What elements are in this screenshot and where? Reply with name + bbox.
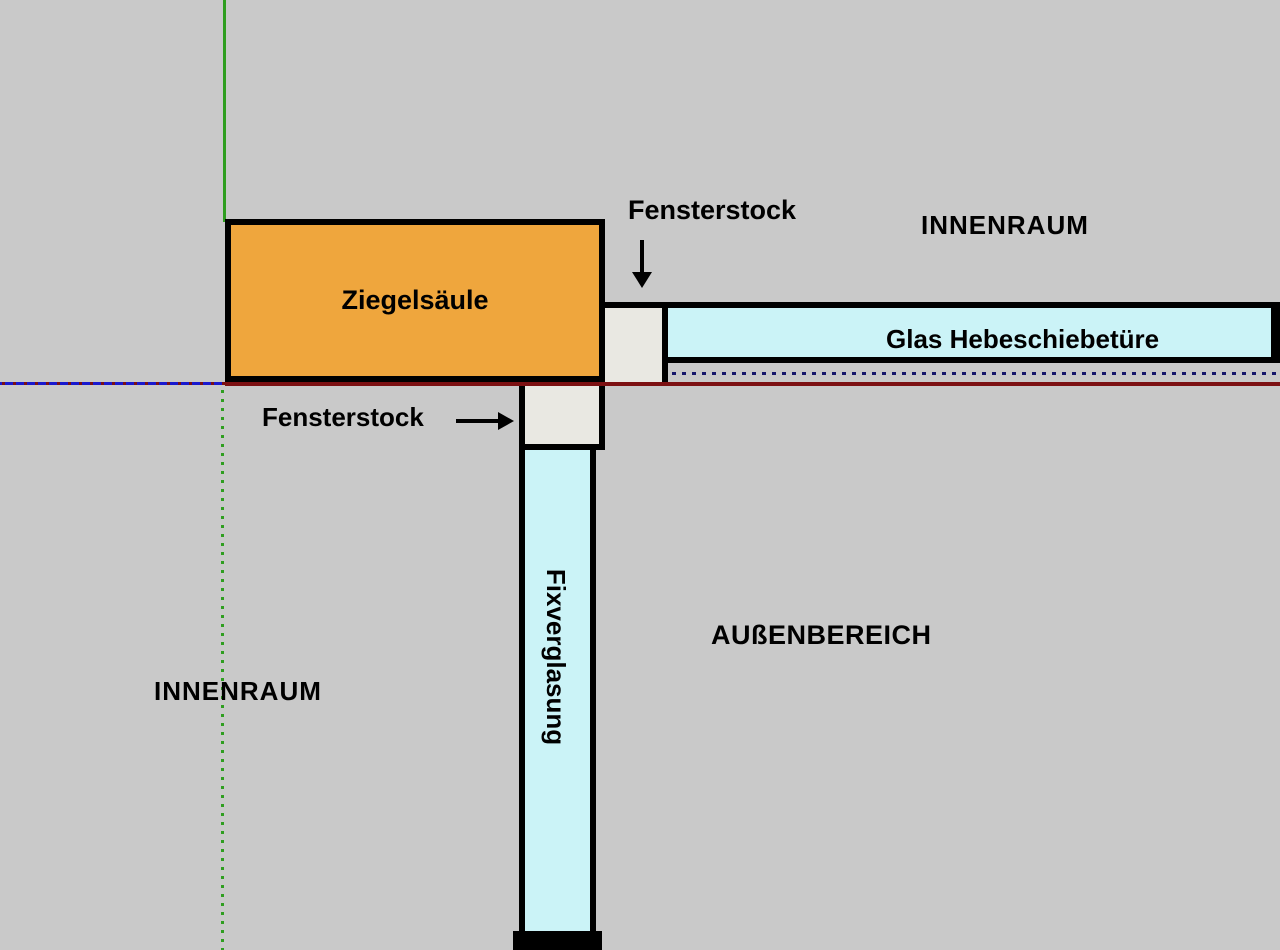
- fensterstock-left-label: Fensterstock: [262, 402, 424, 432]
- innenraum-top-label: INNENRAUM: [921, 210, 1089, 240]
- fensterstock-left-arrow-shaft: [456, 419, 500, 423]
- glas-hebeschiebetuere-label: Glas Hebeschiebetüre: [886, 324, 1160, 354]
- fixverglasung-band: [519, 450, 596, 950]
- red-axis-line: [225, 382, 1280, 386]
- fensterstock-top-arrow-head-icon: [632, 272, 652, 288]
- innenraum-left-label: INNENRAUM: [154, 676, 322, 706]
- fensterstock-top-label: Fensterstock: [628, 195, 797, 225]
- fensterstock-left-arrow-head-icon: [498, 412, 514, 430]
- navy-dotted-guide-line: [672, 372, 1280, 375]
- green-axis-dotted: [221, 390, 224, 950]
- green-axis-solid: [223, 0, 226, 222]
- red-axis-dotted-left: [2, 382, 226, 385]
- glas-hebeschiebetuere-band: [668, 302, 1280, 363]
- ziegelsaeule-box: Ziegelsäule: [225, 219, 605, 382]
- fixverglasung-label: Fixverglasung: [541, 568, 572, 746]
- fensterstock-frame-bottom: [519, 386, 605, 450]
- fensterstock-frame-top: [605, 302, 668, 382]
- aussenbereich-label: AUßENBEREICH: [711, 620, 932, 650]
- fensterstock-top-arrow-shaft: [640, 240, 644, 274]
- fixverglasung-end-cap: [513, 931, 602, 950]
- ziegelsaeule-label: Ziegelsäule: [341, 285, 489, 315]
